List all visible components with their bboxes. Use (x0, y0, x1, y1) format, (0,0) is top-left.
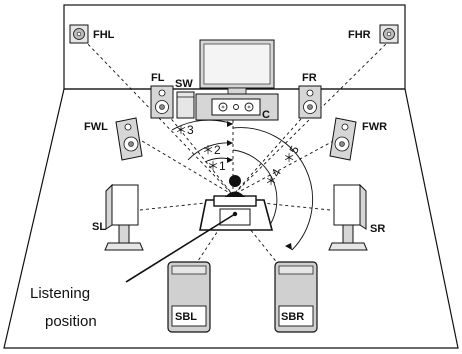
listener-icon (225, 175, 245, 197)
angle-mark-2: ＊2 (202, 143, 221, 157)
arc-4 (232, 149, 278, 226)
speaker-fhl (69, 24, 89, 44)
label-sw: SW (175, 78, 193, 90)
line-sr (232, 199, 331, 211)
label-sl: SL (92, 221, 106, 233)
angle-mark-1: ＊1 (207, 159, 226, 173)
arc-5 (232, 127, 314, 251)
floor (3, 88, 459, 349)
line-fl (163, 109, 234, 196)
speaker-fl (150, 85, 174, 119)
speaker-sbr (274, 261, 318, 333)
line-fr (232, 109, 310, 196)
speaker-sbl (167, 261, 211, 333)
speaker-fwl (115, 117, 143, 161)
speaker-fwr (329, 117, 357, 161)
listening-position-line2: position (45, 313, 97, 330)
label-fhr: FHR (348, 29, 371, 41)
label-sbl: SBL (175, 311, 197, 323)
label-fhl: FHL (93, 29, 115, 41)
label-fwr: FWR (362, 121, 387, 133)
speaker-sr (328, 183, 368, 251)
label-sbr: SBR (281, 311, 304, 323)
speaker-fhr (379, 24, 399, 44)
subwoofer (176, 91, 195, 119)
speaker-c (211, 98, 261, 116)
angle-mark-3: ＊3 (175, 123, 194, 137)
label-fl: FL (151, 72, 165, 84)
speaker-sl (104, 183, 144, 251)
label-fr: FR (302, 72, 317, 84)
speaker-fr (298, 85, 322, 119)
label-sr: SR (370, 223, 385, 235)
label-fwl: FWL (84, 121, 108, 133)
listening-pointer (125, 213, 236, 283)
listening-seat (199, 195, 274, 231)
label-c: C (262, 109, 270, 121)
line-fwr (232, 137, 340, 196)
angle-mark-5: ＊5 (280, 143, 302, 166)
television (199, 39, 275, 95)
line-fwl (136, 137, 234, 196)
listening-position-line1: Listening (30, 285, 90, 302)
